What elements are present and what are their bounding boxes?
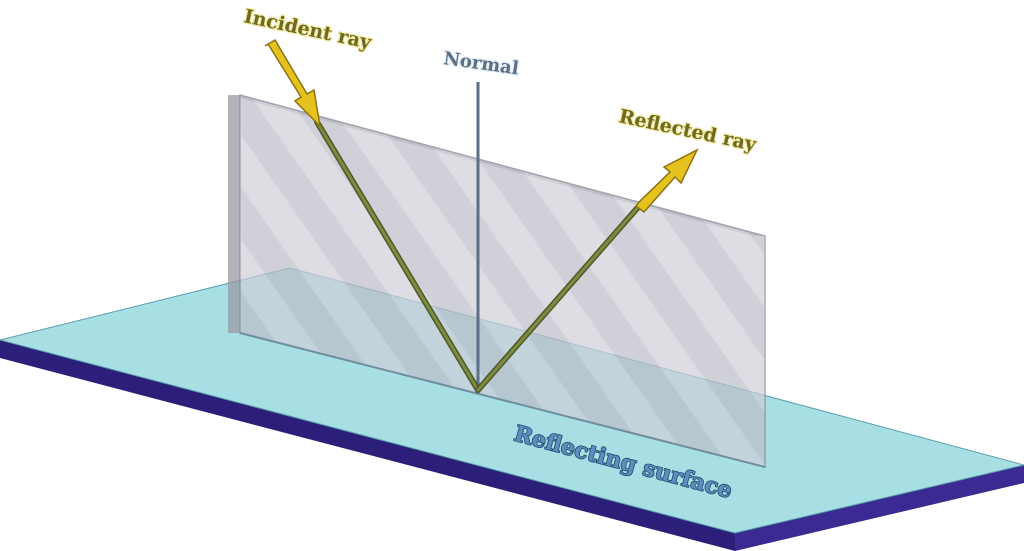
reflected-ray (475, 148, 699, 393)
incident-arrow-icon (264, 38, 322, 129)
glass-base-line (239, 332, 766, 468)
glass-side-edge (228, 95, 240, 333)
incident-ray (264, 38, 481, 393)
glass-plane (228, 94, 766, 468)
normal-label: Normal (442, 48, 520, 79)
surface-front-edge (0, 340, 735, 551)
incident-ray-label: Incident ray (242, 5, 374, 54)
surface-right-edge (735, 465, 1024, 551)
reflected-ray-label: Reflected ray (617, 105, 759, 156)
reflected-arrow-icon (634, 148, 699, 214)
